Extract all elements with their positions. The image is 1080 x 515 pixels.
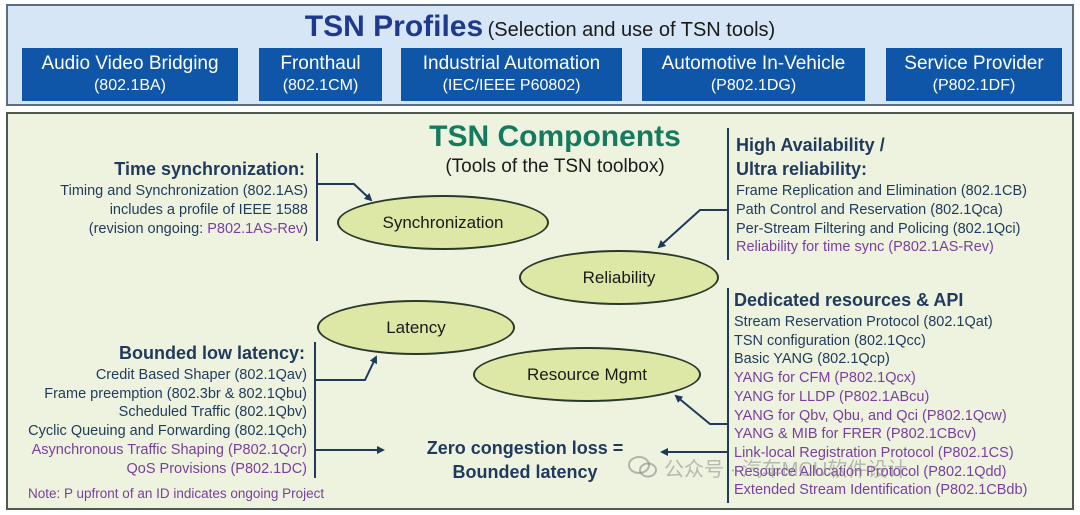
high-availability-item: Path Control and Reservation (802.1Qca) [736, 201, 1003, 218]
profiles-title: TSN Profiles (Selection and use of TSN t… [0, 10, 1080, 44]
low-latency-heading: Bounded low latency: [118, 343, 305, 363]
dedicated-resources-item: Stream Reservation Protocol (802.1Qat) [734, 314, 993, 330]
profile-name: Service Provider [904, 53, 1044, 74]
watermark: 公众号 · 汽车MCU软件设计 [664, 459, 908, 481]
time-sync-suffix: ) [303, 221, 308, 237]
time-sync-project: P802.1AS-Rev [207, 221, 304, 237]
profile-id: (P802.1DG) [710, 77, 797, 94]
time-sync-heading: Time synchronization: [114, 159, 305, 179]
profile-id: (802.1BA) [93, 77, 167, 94]
dedicated-resources-item: YANG & MIB for FRER (P802.1CBcv) [734, 426, 977, 443]
zero-congestion-text: Zero congestion loss = Bounded latency [400, 436, 650, 484]
dedicated-resources-item: YANG for Qbv, Qbu, and Qci (P802.1Qcw) [734, 407, 1007, 424]
profile-name: Fronthaul [280, 53, 361, 74]
low-latency-item: Cyclic Queuing and Forwarding (802.1Qch) [28, 423, 307, 440]
low-latency-item: Frame preemption (802.3br & 802.1Qbu) [44, 385, 307, 402]
profile-id: (P802.1DF) [932, 77, 1016, 94]
dedicated-resources-item: Extended Stream Identification (P802.1CB… [734, 482, 1028, 499]
components-subtitle: (Tools of the TSN toolbox) [445, 156, 665, 177]
high-availability-item: Reliability for time sync (P802.1AS-Rev) [736, 239, 994, 256]
time-sync-bracket [316, 153, 318, 241]
low-latency-item: QoS Provisions (P802.1DC) [126, 460, 307, 477]
dedicated-resources-item: YANG for CFM (P802.1Qcx) [734, 370, 916, 387]
profile-box-automotive: Automotive In-Vehicle (P802.1DG) [642, 48, 865, 101]
profile-box-industrial: Industrial Automation (IEC/IEEE P60802) [401, 48, 622, 101]
high-availability-heading: Ultra reliability: [736, 159, 868, 179]
synchronization-ellipse: Synchronization [337, 195, 549, 250]
zero-congestion-line: Zero congestion loss = [426, 438, 624, 458]
profiles-subtitle: (Selection and use of TSN tools) [487, 19, 776, 41]
reliability-ellipse: Reliability [519, 250, 719, 305]
project-note: Note: P upfront of an ID indicates ongoi… [28, 486, 325, 501]
dedicated-resources-item: TSN configuration (802.1Qcc) [734, 332, 926, 349]
dedicated-resources-item: YANG for LLDP (P802.1ABcu) [734, 388, 930, 405]
dedicated-resources-item: Resource Allocation Protocol (P802.1Qdd) [734, 463, 1007, 480]
high-availability-item: Per-Stream Filtering and Policing (802.1… [736, 220, 1021, 237]
wechat-icon [628, 456, 657, 478]
resource-mgmt-ellipse: Resource Mgmt [473, 347, 701, 402]
dedicated-resources-bracket [727, 288, 729, 503]
latency-label: Latency [386, 317, 446, 337]
profile-box-fronthaul: Fronthaul (802.1CM) [259, 48, 382, 101]
low-latency-item: Asynchronous Traffic Shaping (P802.1Qcr) [31, 441, 307, 458]
components-panel [6, 112, 1074, 510]
low-latency-bracket [314, 342, 316, 478]
profile-id: (802.1CM) [282, 77, 359, 94]
profile-id: (IEC/IEEE P60802) [442, 77, 581, 94]
profile-box-service-provider: Service Provider (P802.1DF) [886, 48, 1062, 101]
high-availability-heading: High Availability / [736, 135, 885, 155]
time-sync-line: includes a profile of IEEE 1588 [109, 202, 308, 218]
dedicated-resources-item: Basic YANG (802.1Qcp) [734, 351, 890, 368]
dedicated-resources-item: Link-local Registration Protocol (P802.1… [734, 444, 1014, 461]
low-latency-item: Credit Based Shaper (802.1Qav) [95, 367, 307, 383]
latency-ellipse: Latency [317, 300, 515, 355]
components-title: TSN Components [429, 120, 681, 153]
high-availability-item: Frame Replication and Elimination (802.1… [736, 183, 1027, 199]
low-latency-item: Scheduled Traffic (802.1Qbv) [118, 404, 307, 421]
profiles-heading: TSN Profiles [304, 10, 484, 43]
profile-box-avb: Audio Video Bridging (802.1BA) [22, 48, 238, 101]
time-sync-line: Timing and Synchronization (802.1AS) [60, 183, 308, 199]
high-availability-bracket [727, 128, 729, 260]
dedicated-resources-heading: Dedicated resources & API [734, 290, 964, 310]
zero-congestion-line: Bounded latency [452, 462, 598, 482]
profile-name: Automotive In-Vehicle [661, 53, 846, 74]
reliability-label: Reliability [582, 267, 656, 287]
synchronization-label: Synchronization [382, 212, 504, 232]
profile-name: Industrial Automation [422, 53, 601, 74]
time-sync-prefix: (revision ongoing: [88, 221, 208, 237]
profile-name: Audio Video Bridging [41, 53, 219, 74]
time-sync-line: (revision ongoing: P802.1AS-Rev) [89, 220, 308, 239]
resource-mgmt-label: Resource Mgmt [527, 364, 647, 384]
